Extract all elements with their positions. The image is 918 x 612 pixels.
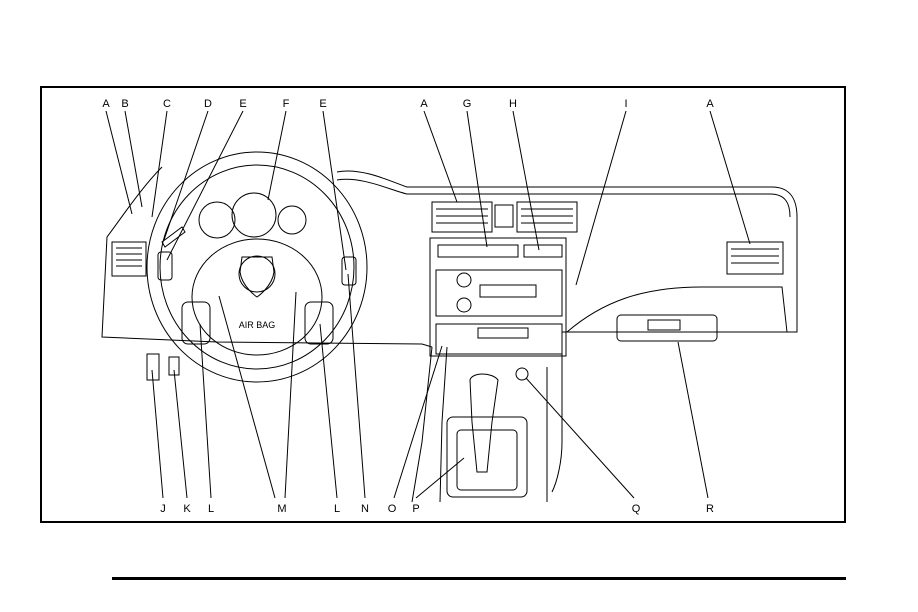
callout-label-l-right: L bbox=[334, 503, 340, 515]
page-bottom-rule bbox=[112, 577, 846, 580]
callout-label-b: B bbox=[121, 98, 128, 110]
callout-label-r: R bbox=[706, 503, 714, 515]
callout-label-m: M bbox=[277, 503, 286, 515]
callout-label-h: H bbox=[509, 98, 517, 110]
callout-label-j: J bbox=[160, 503, 166, 515]
callout-label-a-left: A bbox=[102, 98, 110, 110]
callout-label-a-right: A bbox=[706, 98, 714, 110]
dashboard-top-outline bbox=[337, 171, 797, 332]
glove-box-latch bbox=[648, 320, 680, 330]
callout-label-k: K bbox=[183, 503, 191, 515]
callout-label-i: I bbox=[624, 98, 627, 110]
callout-label-e-left: E bbox=[239, 98, 246, 110]
left-air-vent-louvers bbox=[116, 248, 142, 266]
callout-label-l-left: L bbox=[208, 503, 214, 515]
audio-system bbox=[436, 270, 562, 316]
center-right-air-vent bbox=[517, 202, 577, 232]
shift-lever bbox=[470, 374, 498, 472]
left-spoke-controls bbox=[182, 302, 210, 344]
callout-label-n: N bbox=[361, 503, 369, 515]
tachometer bbox=[199, 202, 235, 238]
speedometer bbox=[232, 193, 276, 237]
dashboard-right-lower bbox=[567, 287, 787, 332]
callout-lines bbox=[106, 111, 750, 498]
callout-label-o: O bbox=[388, 503, 397, 515]
buick-logo bbox=[240, 257, 274, 297]
right-air-vent bbox=[727, 242, 783, 274]
steering-wheel-rim-inner bbox=[160, 165, 354, 369]
dashboard-lower-console-right bbox=[552, 352, 562, 492]
shift-gate-bezel bbox=[457, 430, 517, 490]
hazard-switch bbox=[495, 205, 513, 227]
callout-label-e-right: E bbox=[319, 98, 326, 110]
left-air-vent bbox=[112, 242, 146, 276]
airbag-label: AIR BAG bbox=[239, 320, 276, 330]
callout-label-c: C bbox=[163, 98, 171, 110]
clock-display bbox=[524, 245, 562, 257]
callout-label-d: D bbox=[204, 98, 212, 110]
fuel-gauge bbox=[278, 206, 306, 234]
instrument-panel-drawing: AIR BAG A B C D E F E A G H I A J K L M … bbox=[42, 88, 844, 521]
dashboard-top-inner bbox=[337, 179, 790, 217]
driver-info-center-buttons bbox=[438, 245, 518, 257]
callout-label-f: F bbox=[283, 98, 290, 110]
climate-display bbox=[478, 328, 528, 338]
audio-volume-knob bbox=[457, 273, 471, 287]
shift-gate-outer bbox=[447, 417, 527, 497]
center-vent-louvers bbox=[436, 209, 573, 223]
dashboard-lower-console-left bbox=[440, 347, 447, 502]
console-side-left bbox=[412, 347, 432, 502]
bottom-labels: J K L M L N O P Q R bbox=[160, 503, 714, 515]
glove-box bbox=[617, 315, 717, 341]
right-spoke-controls bbox=[305, 302, 333, 344]
callout-label-a-center: A bbox=[420, 98, 428, 110]
callout-label-p: P bbox=[412, 503, 419, 515]
instrument-panel-figure: AIR BAG A B C D E F E A G H I A J K L M … bbox=[40, 86, 846, 523]
right-air-vent-louvers bbox=[731, 249, 779, 263]
callout-label-g: G bbox=[463, 98, 472, 110]
audio-display bbox=[480, 285, 536, 297]
buick-logo-ring bbox=[239, 256, 275, 292]
top-labels: A B C D E F E A G H I A bbox=[102, 98, 714, 110]
audio-tune-knob bbox=[457, 298, 471, 312]
callout-label-q: Q bbox=[632, 503, 641, 515]
